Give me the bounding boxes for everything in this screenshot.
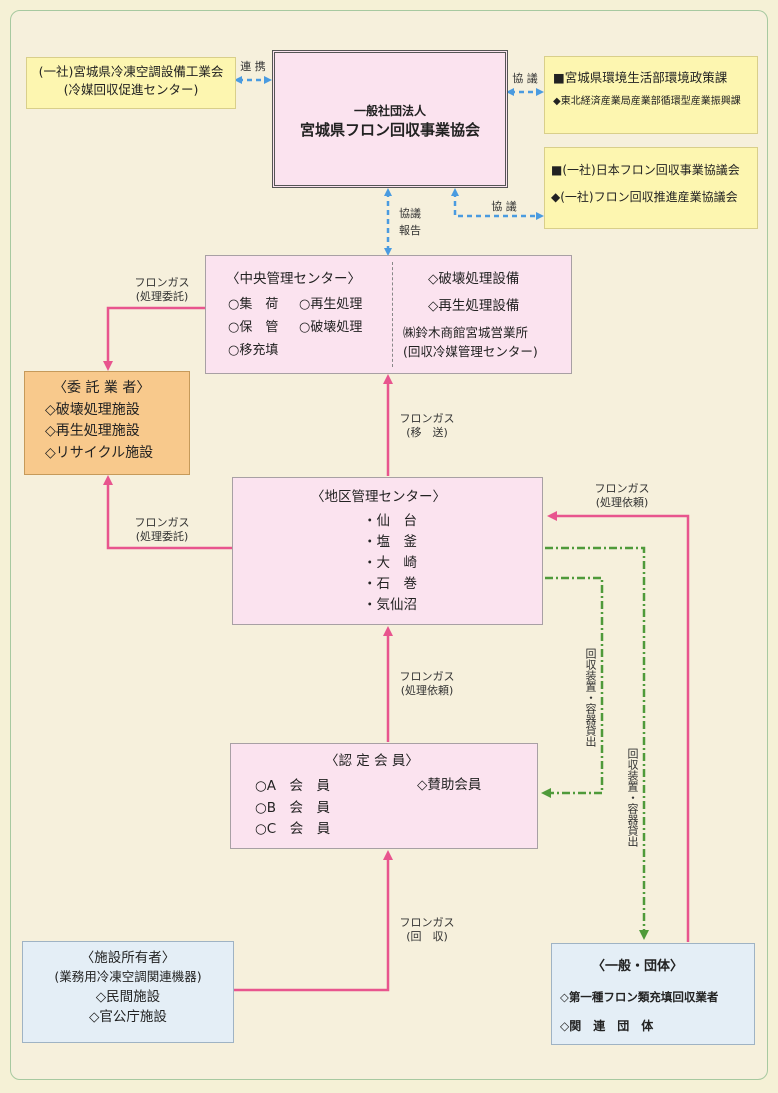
node-itaku-title: 〈委 託 業 者〉 bbox=[53, 380, 151, 396]
label-frongas: フロンガス bbox=[134, 276, 190, 289]
node-nihon: ■(一社)日本フロン回収事業協議会 ◆(一社)フロン回収推進産業協議会 bbox=[544, 147, 758, 229]
node-chiku-item: ・仙 台 bbox=[363, 513, 417, 529]
node-shisetsu: 〈施設所有者〉 (業務用冷凍空調関連機器) ◇民間施設 ◇官公庁施設 bbox=[22, 941, 234, 1043]
node-ippan: 〈一般・団体〉 ◇第一種フロン類充填回収業者 ◇関 連 団 体 bbox=[551, 943, 755, 1045]
label-frongas: フロンガス bbox=[134, 516, 190, 529]
node-reitou-kougyoukai: (一社)宮城県冷凍空調設備工業会 (冷媒回収促進センター) bbox=[26, 57, 236, 109]
node-chuo-right-item: (回収冷媒管理センター) bbox=[403, 344, 538, 359]
node-chuo-right-item: ◇破壊処理設備 bbox=[428, 271, 520, 287]
node-reitou-line1: (一社)宮城県冷凍空調設備工業会 bbox=[38, 64, 224, 79]
node-nintei: 〈認 定 会 員〉 ○A 会 員 ○B 会 員 ○C 会 員 ◇賛助会員 bbox=[230, 743, 538, 849]
link-shisetsu-nintei bbox=[234, 850, 393, 992]
label-chiku-itaku: フロンガス (処理委託) bbox=[122, 516, 202, 544]
node-kankyo-line2: ◆東北経済産業局産業部循環型産業振興課 bbox=[553, 96, 741, 108]
node-chiku-item: ・気仙沼 bbox=[363, 596, 417, 613]
link-chiku-ippan-green bbox=[545, 546, 649, 940]
node-chiku-list: ・仙 台 ・塩 釜 ・大 崎 ・石 巻 ・気仙沼 bbox=[363, 511, 417, 616]
node-chiku-item: ・塩 釜 bbox=[363, 533, 417, 550]
link-chiku-nintei-green bbox=[541, 576, 604, 798]
node-shisetsu-subtitle: (業務用冷凍空調関連機器) bbox=[54, 969, 202, 985]
node-chuo-item: ○破壊処理 bbox=[299, 320, 363, 335]
node-shisetsu-item: ◇民間施設 bbox=[95, 989, 161, 1005]
node-chuo-item: ○移充填 bbox=[228, 343, 279, 358]
label-shori-irai-mid: フロンガス (処理依頼) bbox=[392, 670, 462, 698]
node-kyoukai-line1: 一般社団法人 bbox=[353, 104, 426, 118]
label-kaishu-souchi-2: 回収装置・容器貸出 bbox=[626, 748, 639, 847]
node-shisetsu-item: ◇官公庁施設 bbox=[89, 1009, 167, 1026]
label-kaishu-souchi-1: 回収装置・容器貸出 bbox=[584, 648, 597, 747]
node-nintei-title: 〈認 定 会 員〉 bbox=[325, 753, 419, 769]
label-frongas: フロンガス bbox=[399, 412, 455, 425]
node-chuo-title: 〈中央管理センター〉 bbox=[226, 271, 361, 287]
label-frongas: フロンガス bbox=[399, 670, 455, 683]
node-chuo-right-item: ㈱鈴木商館宮城営業所 bbox=[403, 325, 529, 340]
node-reitou-line2: (冷媒回収促進センター) bbox=[63, 82, 199, 98]
label-kyougi-mid: 協 議 bbox=[491, 200, 517, 213]
label-kyougi: 協議 bbox=[399, 207, 421, 220]
node-nihon-line2: ◆(一社)フロン回収推進産業協議会 bbox=[551, 190, 738, 205]
node-shisetsu-title: 〈施設所有者〉 bbox=[80, 950, 176, 966]
node-chiku-item: ・大 崎 bbox=[363, 554, 417, 571]
node-nintei-list: ○A 会 員 ○B 会 員 ○C 会 員 bbox=[255, 776, 330, 841]
node-itaku-item: ◇リサイクル施設 bbox=[45, 445, 154, 462]
node-chiku-item: ・石 巻 bbox=[363, 575, 417, 592]
label-isou-text: (移 送) bbox=[406, 425, 448, 439]
node-kyoukai: 一般社団法人 宮城県フロン回収事業協会 bbox=[272, 50, 508, 188]
label-houkoku: 報告 bbox=[399, 224, 421, 238]
label-kaishu-text: (回 収) bbox=[406, 929, 448, 943]
node-chiku-title: 〈地区管理センター〉 bbox=[311, 489, 446, 505]
node-nintei-extra: ◇賛助会員 bbox=[417, 777, 482, 793]
node-itaku-item: ◇再生処理施設 bbox=[45, 423, 140, 440]
node-ippan-item: ◇第一種フロン類充填回収業者 bbox=[560, 990, 719, 1004]
link-chiku-itaku bbox=[103, 475, 232, 550]
label-isou: フロンガス (移 送) bbox=[392, 412, 462, 440]
node-itaku: 〈委 託 業 者〉 ◇破壊処理施設 ◇再生処理施設 ◇リサイクル施設 bbox=[24, 371, 190, 475]
node-itaku-item: ◇破壊処理施設 bbox=[45, 401, 140, 418]
label-frongas: フロンガス bbox=[594, 482, 650, 495]
label-shori-irai: (処理依頼) bbox=[400, 683, 454, 697]
node-chuo-item: ○保 管 bbox=[228, 320, 279, 335]
node-chuo: 〈中央管理センター〉 ○集 荷 ○再生処理 ○保 管 ○破壊処理 ○移充填 ◇破… bbox=[205, 255, 572, 374]
label-kyougi-houkoku: 協議 報告 bbox=[395, 205, 425, 239]
label-shori-itaku: (処理委託) bbox=[135, 529, 189, 543]
node-nihon-line1: ■(一社)日本フロン回収事業協議会 bbox=[551, 163, 740, 177]
label-kyougi-top: 協 議 bbox=[512, 72, 538, 85]
label-shori-irai-right: フロンガス (処理依頼) bbox=[582, 482, 662, 510]
node-nintei-item: ○C 会 員 bbox=[255, 821, 331, 838]
label-shori-itaku: (処理委託) bbox=[135, 289, 189, 303]
link-ippan-chiku bbox=[547, 511, 690, 942]
node-chuo-divider bbox=[392, 262, 393, 367]
label-kaishu: フロンガス (回 収) bbox=[392, 916, 462, 944]
label-chuo-itaku: フロンガス (処理委託) bbox=[122, 276, 202, 304]
label-renkei: 連 携 bbox=[240, 60, 266, 73]
node-ippan-title: 〈一般・団体〉 bbox=[592, 959, 684, 974]
node-chuo-item: ○再生処理 bbox=[299, 297, 363, 312]
link-chuo-itaku bbox=[103, 306, 205, 371]
node-nintei-item: ○A 会 員 bbox=[255, 778, 331, 794]
node-kankyo-line1: ■宮城県環境生活部環境政策課 bbox=[553, 70, 728, 85]
node-kyoukai-line2: 宮城県フロン回収事業協会 bbox=[299, 121, 480, 140]
label-shori-irai: (処理依頼) bbox=[595, 495, 649, 509]
node-kankyo: ■宮城県環境生活部環境政策課 ◆東北経済産業局産業部循環型産業振興課 bbox=[544, 56, 758, 134]
node-nintei-item: ○B 会 員 bbox=[255, 799, 331, 816]
node-chiku: 〈地区管理センター〉 ・仙 台 ・塩 釜 ・大 崎 ・石 巻 ・気仙沼 bbox=[232, 477, 543, 625]
node-ippan-item: ◇関 連 団 体 bbox=[560, 1019, 654, 1033]
label-frongas: フロンガス bbox=[399, 916, 455, 929]
node-chuo-item: ○集 荷 bbox=[228, 297, 279, 312]
node-chuo-right-item: ◇再生処理設備 bbox=[428, 298, 520, 314]
